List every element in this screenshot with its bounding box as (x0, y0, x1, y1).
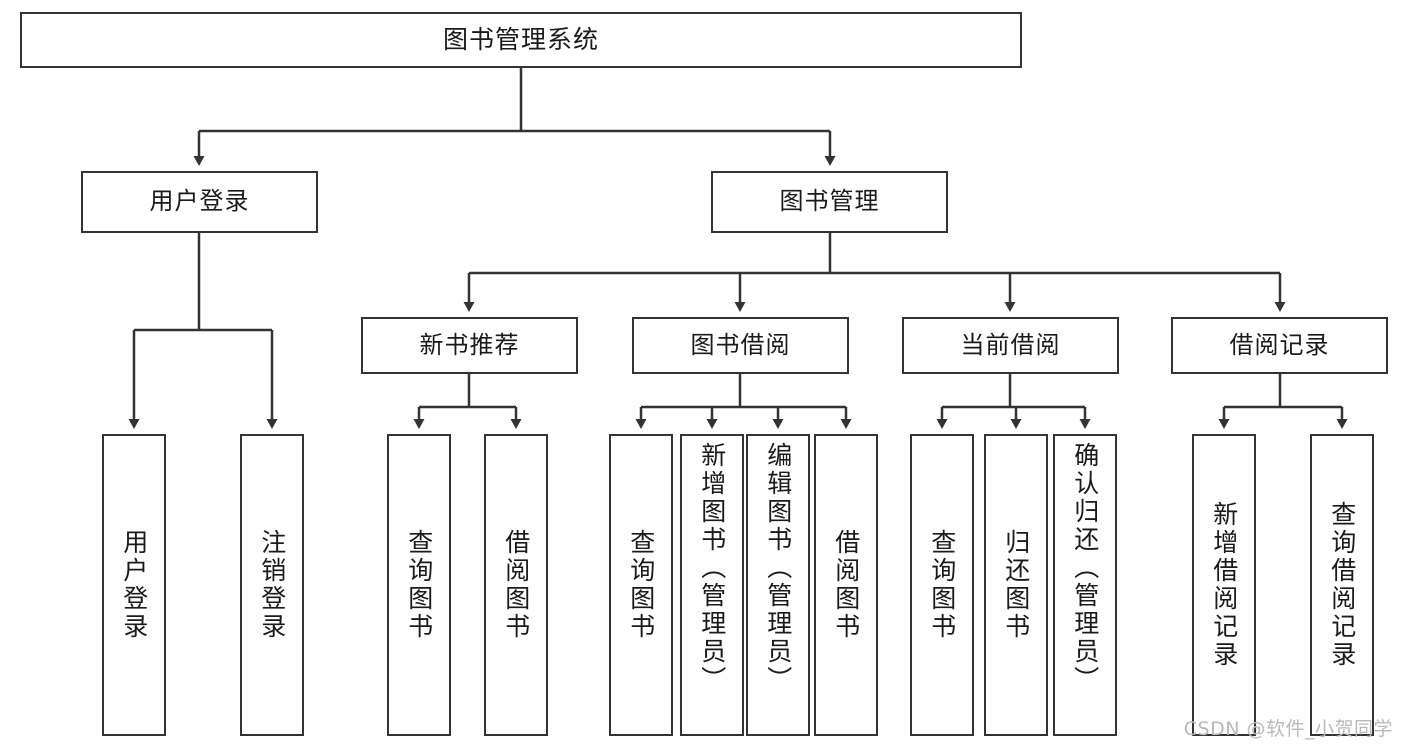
node-book-management-label: 图书管理 (779, 187, 880, 216)
node-leaf-return-book-label: 归还图书 (1001, 529, 1031, 641)
node-leaf-confirm-return-admin-label: 确认归还（管理员） (1070, 442, 1100, 694)
node-new-book-recommend-label: 新书推荐 (419, 330, 520, 359)
node-borrow-record[interactable]: 借阅记录 (1171, 317, 1388, 374)
node-leaf-query-book-recommend-label: 查询图书 (404, 529, 434, 641)
node-leaf-query-borrow-record-label: 查询借阅记录 (1327, 501, 1357, 669)
node-leaf-query-book-borrow-label: 查询图书 (626, 529, 656, 641)
node-current-borrow-label: 当前借阅 (960, 330, 1061, 359)
node-new-book-recommend[interactable]: 新书推荐 (361, 317, 578, 374)
node-leaf-query-book-current[interactable]: 查询图书 (910, 434, 974, 736)
node-leaf-edit-book-admin-label: 编辑图书（管理员） (763, 442, 793, 694)
node-leaf-confirm-return-admin[interactable]: 确认归还（管理员） (1053, 434, 1117, 736)
node-leaf-borrow-book-borrow[interactable]: 借阅图书 (814, 434, 878, 736)
node-leaf-user-login-label: 用户登录 (119, 529, 149, 641)
node-leaf-query-borrow-record[interactable]: 查询借阅记录 (1310, 434, 1374, 736)
node-book-borrow[interactable]: 图书借阅 (632, 317, 849, 374)
node-leaf-add-book-admin[interactable]: 新增图书（管理员） (680, 434, 744, 736)
node-root-label: 图书管理系统 (442, 24, 599, 54)
node-leaf-borrow-book-borrow-label: 借阅图书 (831, 529, 861, 641)
node-leaf-query-book-current-label: 查询图书 (927, 529, 957, 641)
node-leaf-logout[interactable]: 注销登录 (240, 434, 304, 736)
node-leaf-add-borrow-record[interactable]: 新增借阅记录 (1192, 434, 1256, 736)
node-borrow-record-label: 借阅记录 (1229, 330, 1330, 359)
node-leaf-borrow-book-recommend[interactable]: 借阅图书 (484, 434, 548, 736)
node-leaf-logout-label: 注销登录 (257, 529, 287, 641)
node-user-login[interactable]: 用户登录 (81, 171, 318, 233)
node-leaf-add-book-admin-label: 新增图书（管理员） (697, 442, 727, 694)
node-book-management[interactable]: 图书管理 (711, 171, 948, 233)
node-leaf-user-login[interactable]: 用户登录 (102, 434, 166, 736)
node-leaf-edit-book-admin[interactable]: 编辑图书（管理员） (746, 434, 810, 736)
node-leaf-return-book[interactable]: 归还图书 (984, 434, 1048, 736)
node-current-borrow[interactable]: 当前借阅 (902, 317, 1119, 374)
watermark-text: CSDN @软件_小贺同学 (1183, 718, 1393, 740)
node-leaf-query-book-recommend[interactable]: 查询图书 (387, 434, 451, 736)
node-root[interactable]: 图书管理系统 (20, 12, 1022, 68)
node-user-login-label: 用户登录 (149, 187, 250, 216)
node-leaf-add-borrow-record-label: 新增借阅记录 (1209, 501, 1239, 669)
node-book-borrow-label: 图书借阅 (690, 330, 791, 359)
node-leaf-query-book-borrow[interactable]: 查询图书 (609, 434, 673, 736)
node-leaf-borrow-book-recommend-label: 借阅图书 (501, 529, 531, 641)
